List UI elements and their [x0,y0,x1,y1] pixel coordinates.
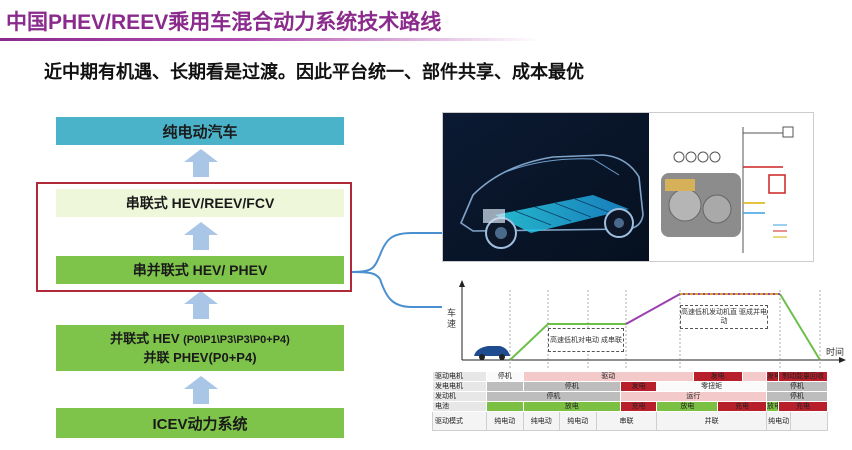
vehicle-photo-panel [442,112,814,262]
up-arrow-icon [184,376,218,404]
mode-cell: 放电 [656,401,719,412]
mode-cell: 并联 [656,411,767,431]
bev-label: 纯电动汽车 [162,123,238,141]
powertrain-schematic-icon [650,113,813,261]
mode-cell: 纯电动 [765,411,792,431]
mode-cell: 停机 [765,391,829,402]
mode-cell: 发电 [765,371,780,382]
mode-cell: 纯电动 [486,411,524,431]
mode-cell: 运行 [619,391,767,402]
speed-profile-chart [440,280,850,368]
parallel-hev-label: 并联式 HEV [110,330,180,346]
mode-cell [486,401,524,412]
note-series-mode: 高速低机对电动 成串联 [548,328,624,352]
mode-cell: 停机 [486,371,524,382]
mode-cell: 制动能量回收 [778,371,828,382]
page-subtitle: 近中期有机遇、长期看是过渡。因此平台统一、部件共享、成本最优 [44,62,584,82]
mode-cell [790,411,828,431]
series-parallel-label: 串并联式 HEV/ PHEV [132,262,268,278]
parallel-hev-detail: (P0\P1\P3\P3\P0+P4) [183,333,290,346]
mode-cell: 驱动 [522,371,694,382]
up-arrow-icon [184,222,218,250]
focus-highlight-frame [36,182,352,292]
bev-box: 纯电动汽车 [56,117,344,145]
mode-row-label: 电池 [432,401,487,412]
title-underline [0,38,540,41]
mode-row-label: 发动机 [432,391,487,402]
time-axis-label: 时间 [826,347,845,357]
parallel-phev-label: 并联 PHEV(P0+P4) [143,349,257,365]
mode-cell [741,371,767,382]
mode-row: 发动机停机运行停机 [432,391,829,402]
mode-cell: 串联 [595,411,658,431]
speed-axis-label: 车速 [447,308,457,329]
mode-cell: 放电 [765,401,780,412]
mode-row-label: 驱动模式 [432,411,487,431]
series-label: 串联式 HEV/REEV/FCV [125,195,275,211]
mode-cell: 发电 [619,381,658,392]
mode-row: 驱动模式纯电动纯电动纯电动串联并联纯电动 [432,411,828,431]
mode-cell: 充电 [717,401,767,412]
mode-cell: 停机 [486,391,621,402]
mode-cell: 放电 [522,401,621,412]
mode-cell: 充电 [778,401,828,412]
series-parallel-box: 串并联式 HEV/ PHEV [56,256,344,284]
mode-cell: 停机 [765,381,829,392]
up-arrow-icon [184,149,218,177]
page-title: 中国PHEV/REEV乘用车混合动力系统技术路线 [6,11,442,34]
note-parallel-mode: 高速低机发动机直 驱成并电动 [680,305,768,329]
mode-row-label: 发电电机 [432,381,487,392]
mode-row-label: 驱动电机 [432,371,487,382]
up-arrow-icon [184,291,218,319]
parallel-box: 并联式 HEV (P0\P1\P3\P3\P0+P4) 并联 PHEV(P0+P… [56,325,344,371]
operating-mode-table: 驱动电机停机驱动发电发电制动能量回收发电电机停机发电零扭矩停机发动机停机运行停机… [432,371,829,431]
mode-cell: 充电 [619,401,658,412]
mode-row: 电池放电充电放电充电放电充电 [432,401,828,412]
mode-cell: 零扭矩 [656,381,767,392]
mode-cell: 发电 [692,371,743,382]
mode-cell: 纯电动 [522,411,561,431]
ice-label: ICEV动力系统 [152,415,248,433]
mode-cell [486,381,524,392]
mode-cell: 纯电动 [559,411,597,431]
parallel-line-1: 并联式 HEV (P0\P1\P3\P3\P0+P4) [110,330,290,349]
vehicle-cutaway-icon [443,113,649,261]
car-icon [474,346,510,360]
ice-box: ICEV动力系统 [56,408,344,438]
mode-row: 驱动电机停机驱动发电发电制动能量回收 [432,371,828,382]
bracket-connector-icon [351,225,442,320]
series-box: 串联式 HEV/REEV/FCV [56,189,344,217]
mode-cell: 停机 [522,381,621,392]
mode-row: 发电电机停机发电零扭矩停机 [432,381,829,392]
